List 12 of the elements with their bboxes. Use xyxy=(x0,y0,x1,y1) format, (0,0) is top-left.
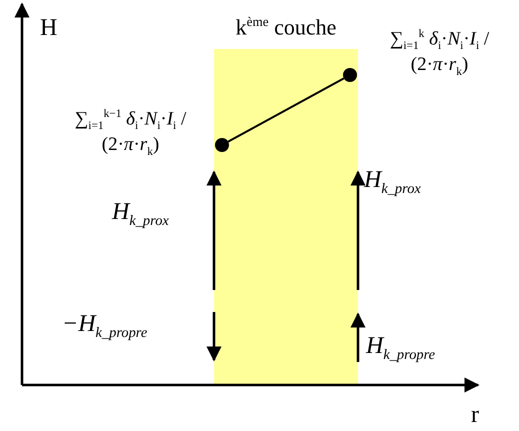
formula: ∑$_{i=1}$$^{k−1}$ δ$_{i}$·N$_{i}$·I$_{i}$ / (2·π·r$_{k}$) xyxy=(74,108,188,160)
connector-line xyxy=(228,77,344,143)
formula: ∑$_{i=1}$$^{k}$ δ$_{i}$·N$_{i}$·I$_{i}$ / (2·π·r$_{k}$) xyxy=(388,28,490,80)
axis-label: H xyxy=(40,16,58,40)
axis-label: r xyxy=(471,403,479,427)
field-label: −H$_{k_propre}$ xyxy=(62,312,148,340)
field-label: H$_{k_propre}$ xyxy=(366,334,436,362)
field-label: H$_{k_prox}$ xyxy=(364,168,421,196)
field-label: H$_{k_prox}$ xyxy=(112,200,169,228)
dot-marker xyxy=(215,138,229,152)
dot-marker xyxy=(343,68,357,82)
band-label: k$^{ème}$ couche xyxy=(234,14,338,40)
